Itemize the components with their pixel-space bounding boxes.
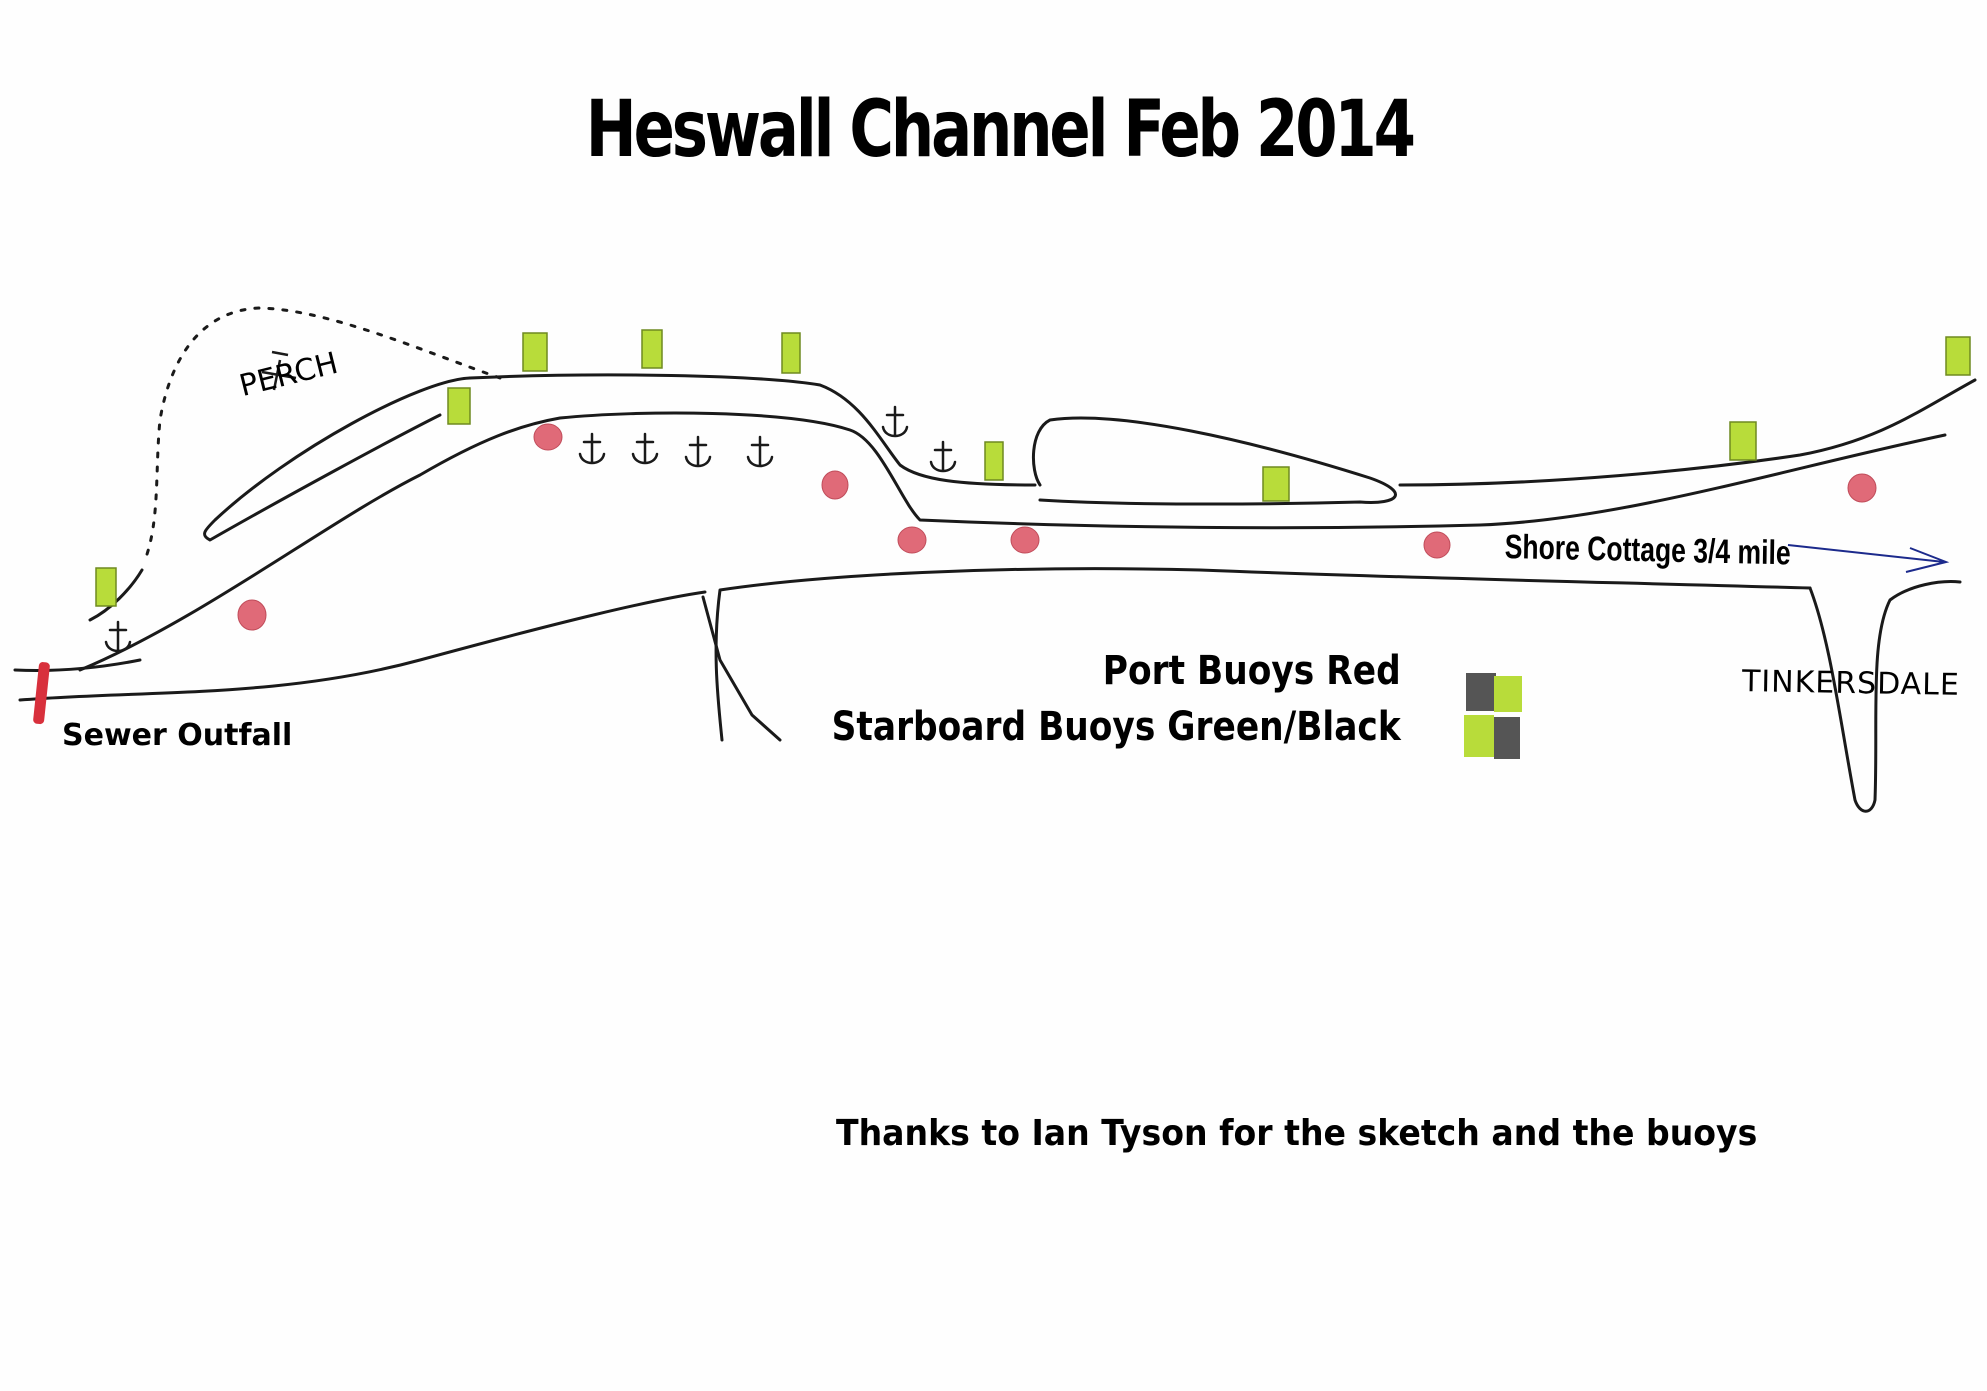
starboard-buoy bbox=[781, 332, 801, 374]
port-buoy bbox=[533, 423, 563, 451]
starboard-buoy bbox=[984, 441, 1004, 481]
shore-cottage-arrow bbox=[1787, 544, 1950, 573]
legend-starboard: Starboard Buoys Green/Black bbox=[831, 704, 1401, 750]
anchor-icon bbox=[684, 435, 712, 468]
port-buoy bbox=[1423, 531, 1451, 559]
anchor-icon bbox=[631, 432, 659, 465]
starboard-buoy bbox=[522, 332, 548, 372]
shore-cottage-label: Shore Cottage 3/4 mile bbox=[1504, 528, 1791, 573]
channel-north-right bbox=[1398, 378, 1977, 487]
legend-swatch bbox=[1464, 673, 1522, 759]
anchor-icon bbox=[881, 405, 909, 438]
buoy-legend: Port Buoys Red Starboard Buoys Green/Bla… bbox=[832, 643, 1401, 755]
tinkersdale-creek bbox=[1808, 580, 1962, 813]
anchor-icon bbox=[746, 435, 774, 468]
starboard-buoy bbox=[1262, 466, 1290, 502]
perch-arm bbox=[203, 376, 472, 542]
channel-inner-south bbox=[78, 411, 1947, 672]
tinkersdale-label: TINKERSDALE bbox=[1741, 664, 1961, 703]
anchor-icon bbox=[104, 620, 132, 653]
legend-port: Port Buoys Red bbox=[1103, 648, 1401, 694]
channel-bank-lower-left bbox=[13, 658, 142, 673]
credit-text: Thanks to Ian Tyson for the sketch and t… bbox=[836, 1113, 1758, 1154]
port-buoy bbox=[237, 599, 267, 631]
starboard-buoy bbox=[447, 387, 471, 425]
starboard-buoy bbox=[95, 567, 117, 607]
perch-marker bbox=[261, 350, 297, 391]
anchor-icon bbox=[929, 440, 957, 473]
port-buoy bbox=[1847, 473, 1877, 503]
starboard-buoy bbox=[1729, 421, 1757, 461]
left-arm bbox=[88, 568, 144, 622]
sewer-outfall-marker bbox=[33, 662, 50, 725]
sewer-outfall-label: Sewer Outfall bbox=[62, 718, 293, 753]
port-buoy bbox=[897, 526, 927, 554]
starboard-buoy bbox=[1945, 336, 1971, 376]
south-shore bbox=[714, 567, 1812, 742]
perch-dotted-route bbox=[143, 306, 502, 562]
port-buoy bbox=[1010, 526, 1040, 554]
channel-bank-lower bbox=[18, 590, 707, 702]
map-title: Heswall Channel Feb 2014 bbox=[585, 85, 1416, 175]
starboard-buoy bbox=[641, 329, 663, 369]
anchor-icon bbox=[578, 432, 606, 465]
channel-inner-north bbox=[468, 373, 1037, 487]
port-buoy bbox=[821, 470, 849, 500]
south-shore-creek-left bbox=[701, 595, 782, 742]
sandbank-spit bbox=[1031, 416, 1397, 506]
